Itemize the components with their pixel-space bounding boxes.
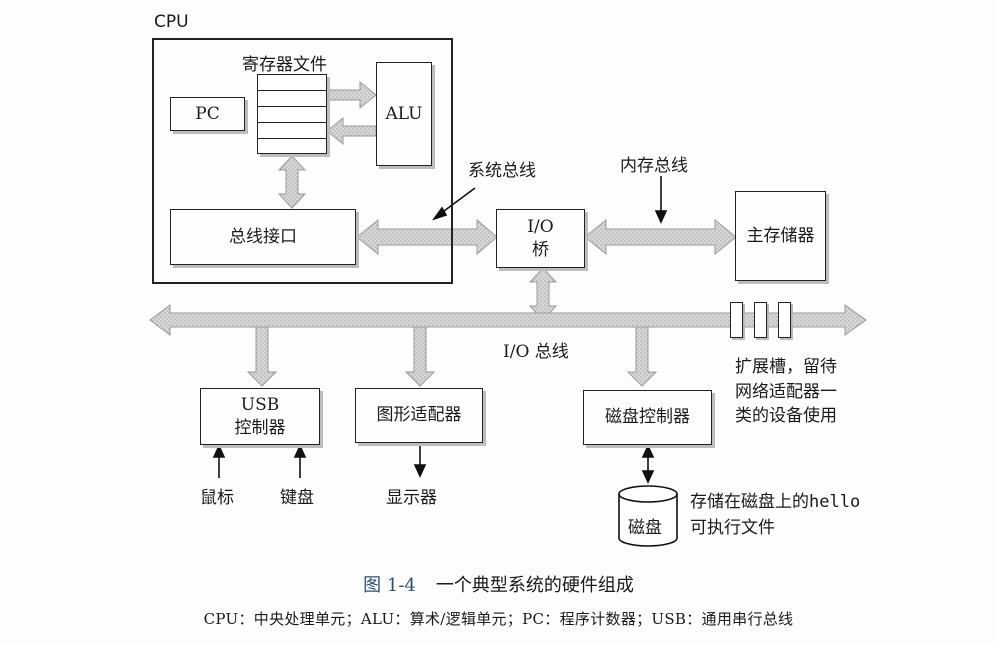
disk-note-line1: 存储在磁盘上的hello [690, 490, 860, 516]
disk-controller-label: 磁盘控制器 [605, 407, 690, 428]
expansion-slot [730, 302, 743, 338]
io-bridge-line2: 桥 [532, 239, 549, 260]
cpu-label: CPU [154, 12, 189, 32]
register-row [258, 139, 326, 155]
graphics-drop-arrow [404, 326, 436, 387]
expansion-slot [754, 302, 767, 338]
system-bus-pointer-head [431, 206, 448, 221]
register-file [257, 74, 327, 154]
disk-arrow-head-down [641, 470, 655, 484]
disk-note-prefix: 存储在磁盘上的 [690, 492, 809, 512]
disk-label: 磁盘 [628, 518, 662, 538]
disk-controller-drop-arrow [626, 326, 658, 387]
regfile-bus-interface-arrow [277, 155, 307, 209]
bus-interface-label: 总线接口 [229, 226, 297, 247]
disk-controller-box: 磁盘控制器 [583, 390, 712, 445]
disk-arrow-head-up [641, 444, 655, 458]
disk-note-line2: 可执行文件 [690, 517, 775, 538]
io-bridge-line1: I/O [527, 216, 554, 237]
disk-note: 存储在磁盘上的hello 可执行文件 [690, 490, 860, 541]
main-memory-box: 主存储器 [735, 191, 826, 281]
cpu-box [152, 38, 453, 284]
expansion-note-line1: 扩展槽，留待 [735, 357, 837, 377]
system-bus-label: 系统总线 [468, 161, 536, 181]
display-arrow-head [413, 464, 427, 478]
figure-number: 图 1-4 [363, 575, 416, 596]
expansion-note: 扩展槽，留待 网络适配器一 类的设备使用 [735, 355, 837, 429]
keyboard-label: 键盘 [280, 488, 314, 508]
graphics-adapter-box: 图形适配器 [355, 388, 483, 443]
register-row [258, 75, 326, 91]
display-label: 显示器 [386, 488, 437, 508]
usb-controller-box: USB 控制器 [200, 388, 320, 445]
figure-title: 一个典型系统的硬件组成 [435, 575, 634, 596]
io-bridge-bus-arrow [528, 267, 558, 321]
register-file-label: 寄存器文件 [242, 55, 327, 75]
expansion-slot [778, 302, 791, 338]
disk-note-code: hello [809, 492, 861, 512]
figure-caption: 图 1-4 一个典型系统的硬件组成 [0, 571, 997, 597]
register-row [258, 91, 326, 107]
figure-note: CPU：中央处理单元；ALU：算术/逻辑单元；PC：程序计数器；USB：通用串行… [203, 610, 794, 628]
io-bus-label: I/O 总线 [503, 342, 569, 362]
bus-interface-box: 总线接口 [170, 209, 356, 265]
memory-bus-label: 内存总线 [620, 156, 688, 176]
pc-label: PC [195, 103, 220, 124]
regfile-to-alu-arrow [326, 80, 377, 110]
register-row [258, 123, 326, 139]
register-row [258, 107, 326, 123]
pc-box: PC [170, 97, 245, 131]
alu-label: ALU [385, 103, 423, 124]
system-bus-pointer [439, 187, 476, 215]
main-memory-label: 主存储器 [746, 225, 815, 246]
io-bridge-box: I/O 桥 [496, 209, 585, 268]
mouse-arrow-head [212, 444, 226, 458]
expansion-note-line3: 类的设备使用 [735, 406, 837, 427]
mouse-label: 鼠标 [200, 488, 234, 508]
expansion-note-line2: 网络适配器一 [735, 381, 837, 402]
io-bus-arrow [149, 304, 867, 336]
usb-drop-arrow [246, 326, 278, 387]
memory-bus-pointer-head [654, 210, 668, 224]
memory-bus-arrow [584, 218, 737, 256]
usb-controller-line1: USB [240, 394, 280, 415]
alu-to-regfile-arrow [326, 116, 377, 146]
graphics-adapter-label: 图形适配器 [376, 405, 462, 426]
usb-controller-line2: 控制器 [234, 417, 286, 438]
keyboard-arrow-head [293, 444, 307, 458]
alu-box: ALU [376, 62, 432, 166]
disk-cylinder [618, 485, 678, 547]
